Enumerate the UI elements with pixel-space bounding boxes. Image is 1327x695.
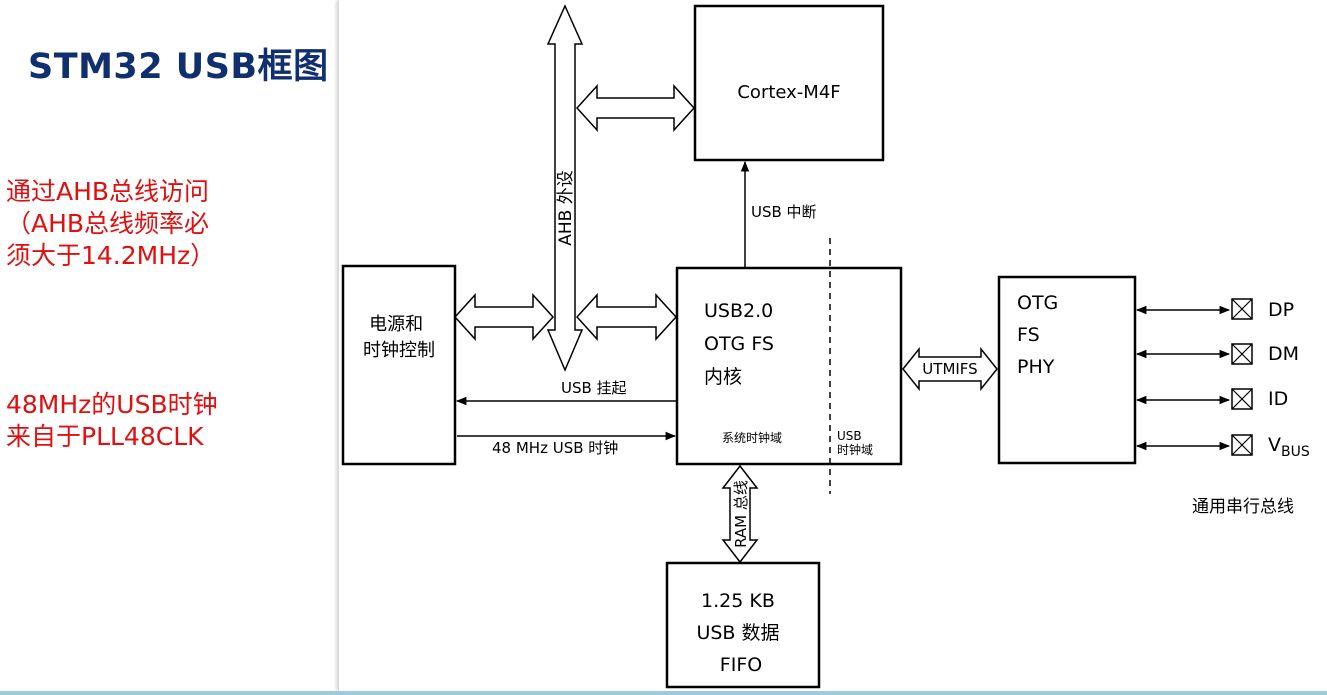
usb-clock-note: 48MHz的USB时钟 来自于PLL48CLK <box>6 390 218 451</box>
cortex-box <box>693 4 885 162</box>
fifo-line-1: 1.25 KB <box>701 590 775 612</box>
power-ahb-arrow <box>453 293 555 341</box>
usb-suspend-label: USB 挂起 <box>561 379 627 397</box>
cortex-label: Cortex-M4F <box>737 82 840 103</box>
ram-bus-label: RAM 总线 <box>732 480 750 548</box>
power-clock-line-2: 时钟控制 <box>363 340 435 361</box>
ahb-cortex-arrow <box>575 84 696 132</box>
serial-bus-label: 通用串行总线 <box>1192 497 1294 517</box>
ahb-core-arrow <box>575 293 678 341</box>
ahb-bus-arrow <box>546 4 584 372</box>
usb-interrupt-label: USB 中断 <box>751 203 817 221</box>
otg-core-label: USB2.0 OTG FS 内核 <box>704 300 780 388</box>
ahb-access-note: 通过AHB总线访问 （AHB总线频率必 须大于14.2MHz） <box>6 177 216 270</box>
usb-block-diagram: Cortex-M4F AHB 外设 电源和 时钟控制 USB2.0 OTG FS… <box>341 4 1310 689</box>
dp-label: DP <box>1268 299 1294 321</box>
id-label: ID <box>1268 388 1288 410</box>
fifo-line-2: USB 数据 <box>696 622 779 644</box>
usb-block-diagram-panel: Cortex-M4F AHB 外设 电源和 时钟控制 USB2.0 OTG FS… <box>338 0 1327 691</box>
usb-clock-label: 48 MHz USB 时钟 <box>492 439 618 457</box>
ahb-bus-label: AHB 外设 <box>556 170 576 245</box>
fifo-line-3: FIFO <box>720 654 762 676</box>
phy-label: OTG FS PHY <box>1017 292 1064 378</box>
fifo-box <box>665 561 821 689</box>
otg-core-box <box>675 266 903 466</box>
usb-clock-domain-line-1: USB <box>837 429 862 443</box>
dm-pin-icon <box>1231 343 1253 365</box>
utmifs-arrow <box>902 346 998 392</box>
vbus-label-sub: BUS <box>1281 444 1310 460</box>
dm-label: DM <box>1268 343 1299 365</box>
id-pin-icon <box>1231 388 1253 410</box>
usb-clock-domain-label: USB 时钟域 <box>837 429 873 457</box>
power-clock-box <box>341 264 457 466</box>
power-clock-line-1: 电源和 <box>369 314 423 335</box>
phy-line-2: FS <box>1017 324 1040 346</box>
system-clock-domain-label: 系统时钟域 <box>722 430 782 445</box>
otg-core-line-2: OTG FS <box>704 333 774 355</box>
usb-clock-domain-line-2: 时钟域 <box>837 442 873 457</box>
phy-box <box>997 275 1137 465</box>
otg-core-line-3: 内核 <box>704 366 742 388</box>
vbus-pin-icon <box>1231 434 1253 456</box>
vbus-label: VBUS <box>1268 434 1310 460</box>
phy-line-1: OTG <box>1017 292 1058 314</box>
fifo-label: 1.25 KB USB 数据 FIFO <box>696 590 785 676</box>
otg-core-line-1: USB2.0 <box>704 300 773 322</box>
vbus-label-main: V <box>1268 434 1281 456</box>
phy-line-3: PHY <box>1017 356 1055 378</box>
utmifs-label: UTMIFS <box>922 360 977 378</box>
slide-bottom-border <box>0 691 1327 695</box>
power-clock-label: 电源和 时钟控制 <box>363 314 435 361</box>
dp-pin-icon <box>1231 298 1253 320</box>
